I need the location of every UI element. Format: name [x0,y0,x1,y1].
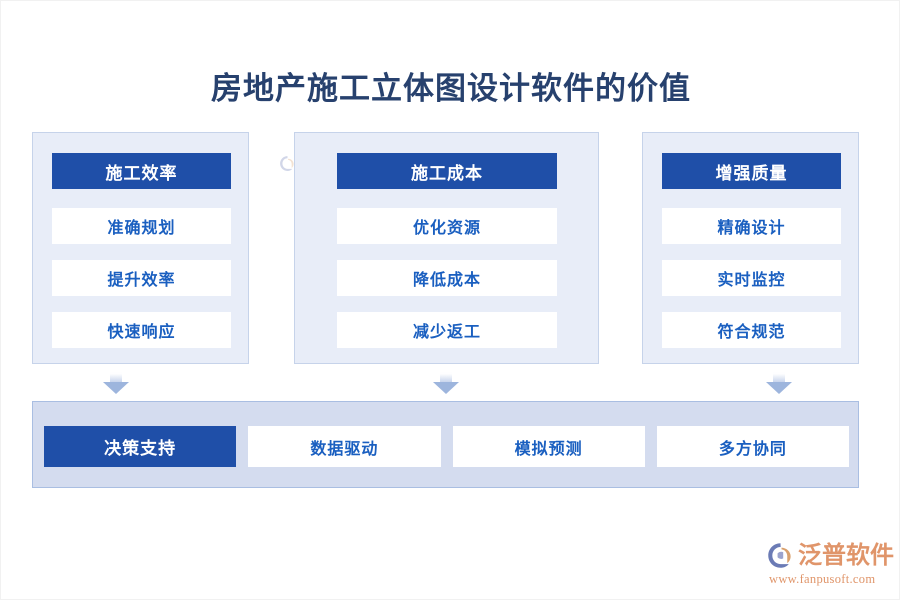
brand-logo: 泛普软件 www.fanpusoft.com [767,542,894,586]
column-header-2: 增强质量 [662,153,841,189]
brand-row: 泛普软件 [767,542,894,569]
arrow-down-icon [103,372,129,394]
page-title: 房地产施工立体图设计软件的价值 [211,71,691,106]
band-item-multiparty-collaboration[interactable]: 多方协同 [656,426,849,467]
column-items-1: 优化资源 降低成本 减少返工 [337,208,557,348]
arrow-down-icon [433,372,459,394]
value-column-construction-cost: 施工成本 优化资源 降低成本 减少返工 [294,132,599,364]
column-item-2-0[interactable]: 精确设计 [662,208,841,244]
value-column-construction-efficiency: 施工效率 准确规划 提升效率 快速响应 [32,132,249,364]
arrow-head [433,382,459,394]
outcome-band: 决策支持 数据驱动 模拟预测 多方协同 [32,401,859,488]
outcome-band-items: 决策支持 数据驱动 模拟预测 多方协同 [44,426,849,467]
arrow-head [766,382,792,394]
column-item-0-1[interactable]: 提升效率 [52,260,231,296]
column-item-1-2[interactable]: 减少返工 [337,312,557,348]
arrow-shaft [773,372,785,383]
column-items-0: 准确规划 提升效率 快速响应 [52,208,231,348]
column-header-0: 施工效率 [52,153,231,189]
column-item-0-2[interactable]: 快速响应 [52,312,231,348]
column-item-0-0[interactable]: 准确规划 [52,208,231,244]
band-item-data-driven[interactable]: 数据驱动 [248,426,441,467]
fanpu-logo-icon [768,543,791,568]
column-items-2: 精确设计 实时监控 符合规范 [662,208,841,348]
column-header-1: 施工成本 [337,153,557,189]
column-item-2-2[interactable]: 符合规范 [662,312,841,348]
column-item-1-1[interactable]: 降低成本 [337,260,557,296]
arrow-shaft [440,372,452,383]
band-item-simulation-forecast[interactable]: 模拟预测 [452,426,645,467]
arrow-head [103,382,129,394]
arrow-down-icon [766,372,792,394]
column-item-2-1[interactable]: 实时监控 [662,260,841,296]
column-item-1-0[interactable]: 优化资源 [337,208,557,244]
brand-name: 泛普软件 [798,541,894,569]
brand-url: www.fanpusoft.com [769,572,876,586]
arrow-shaft [110,372,122,383]
value-column-enhanced-quality: 增强质量 精确设计 实时监控 符合规范 [642,132,859,364]
band-item-decision-support[interactable]: 决策支持 [44,426,237,467]
